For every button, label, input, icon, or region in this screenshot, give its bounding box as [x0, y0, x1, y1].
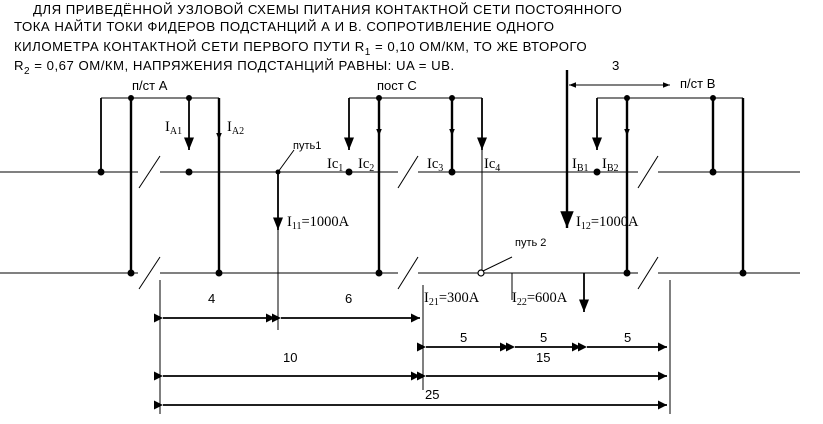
- dim-5-right: 5: [624, 330, 631, 345]
- load-i11: путь1 I11=1000A: [272, 140, 350, 232]
- load-i12: I12=1000A: [560, 70, 639, 232]
- problem-statement: ДЛЯ ПРИВЕДЁННОЙ УЗЛОВОЙ СХЕМЫ ПИТАНИЯ КО…: [14, 2, 622, 77]
- substation-a: п/ст А IA1 IA2: [97, 78, 244, 277]
- label-i22: I22=600A: [512, 290, 568, 308]
- load-i21: путь 2 I21=300A: [424, 237, 546, 308]
- label-ib2: IB2: [602, 156, 619, 174]
- label-station-b: п/ст В: [680, 76, 715, 91]
- substation-b: п/ст В IB1 IB2: [569, 76, 747, 277]
- label-ic3: Ic3: [427, 156, 443, 174]
- track-2-wire: [0, 256, 800, 290]
- dim-10: 10: [283, 350, 297, 365]
- label-i21: I21=300A: [424, 290, 480, 308]
- dim-4: 4: [208, 291, 215, 306]
- problem-tail-3: 3: [612, 58, 620, 73]
- label-ib1: IB1: [572, 156, 589, 174]
- problem-line-2: ТОКА НАЙТИ ТОКИ ФИДЕРОВ ПОДСТАНЦИЙ А И В…: [14, 19, 555, 34]
- dim-5-mid: 5: [540, 330, 547, 345]
- label-i11: I11=1000A: [287, 214, 350, 232]
- problem-line-4: R2 = 0,67 ОМ/КМ, НАПРЯЖЕНИЯ ПОДСТАНЦИЙ Р…: [14, 58, 455, 77]
- problem-line-3: КИЛОМЕТРА КОНТАКТНОЙ СЕТИ ПЕРВОГО ПУТИ R…: [14, 39, 587, 58]
- dimension-lines: 4 6 5 5 5 10 15 25: [154, 230, 671, 414]
- label-ic2: Ic2: [358, 156, 374, 174]
- label-station-a: п/ст А: [132, 78, 168, 93]
- label-ia2: IA2: [227, 119, 244, 137]
- label-post-c: пост С: [377, 78, 417, 93]
- label-ic1: Ic1: [327, 156, 343, 174]
- load-i22: I22=600A: [511, 273, 590, 312]
- dim-5-left: 5: [460, 330, 467, 345]
- dim-25: 25: [425, 387, 439, 402]
- label-track1: путь1: [293, 140, 321, 152]
- problem-line-1: ДЛЯ ПРИВЕДЁННОЙ УЗЛОВОЙ СХЕМЫ ПИТАНИЯ КО…: [33, 2, 622, 17]
- dim-6: 6: [345, 291, 352, 306]
- post-c: пост С Ic1 Ic2 Ic3 Ic4: [327, 78, 500, 277]
- label-ic4: Ic4: [484, 156, 500, 174]
- label-i12: I12=1000A: [576, 214, 639, 232]
- label-track2: путь 2: [515, 237, 546, 249]
- track-1-wire: [0, 155, 800, 189]
- label-ia1: IA1: [165, 119, 182, 137]
- dim-15: 15: [536, 350, 550, 365]
